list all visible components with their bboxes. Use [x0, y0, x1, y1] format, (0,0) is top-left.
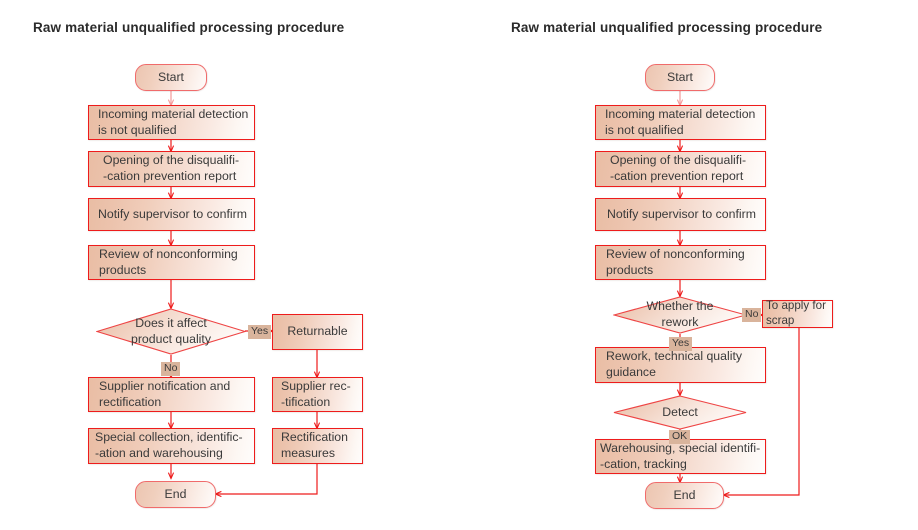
right-decision-whether-rework-line1: Whether the	[646, 299, 714, 314]
right-edge-label-yes: Yes	[669, 337, 693, 351]
right-node-end[interactable]: End	[645, 482, 724, 509]
left-node-rectification-measures-line1: Rectification	[281, 430, 348, 445]
left-node-rectification-measures[interactable]: Rectification measures	[272, 428, 363, 464]
left-node-rectification-measures-line2: measures	[281, 446, 335, 460]
right-node-incoming-material-line1: Incoming material detection	[605, 106, 756, 121]
left-node-review-nonconforming[interactable]: Review of nonconforming products	[88, 245, 255, 280]
left-node-start[interactable]: Start	[135, 64, 207, 91]
left-node-decision-affect-quality[interactable]: Does it affect product quality	[96, 308, 246, 355]
left-node-special-collection-line1: Special collection, identific-	[95, 430, 243, 445]
right-node-review-nonconforming-line2: products	[606, 262, 654, 277]
right-diagram-title: Raw material unqualified processing proc…	[511, 20, 823, 35]
left-node-review-nonconforming-line2: products	[99, 262, 147, 277]
left-node-review-nonconforming-line1: Review of nonconforming	[99, 246, 238, 261]
right-node-review-nonconforming-line1: Review of nonconforming	[606, 246, 745, 261]
diamond-shape-icon	[96, 308, 246, 355]
left-node-incoming-material-line1: Incoming material detection	[98, 106, 249, 121]
left-node-special-collection-line2: -ation and warehousing	[95, 446, 223, 460]
left-node-end-label: End	[164, 486, 187, 501]
left-node-end[interactable]: End	[135, 481, 216, 508]
left-node-notify-supervisor[interactable]: Notify supervisor to confirm	[88, 198, 255, 231]
right-node-end-label: End	[673, 487, 696, 502]
right-node-rework-guidance-line1: Rework, technical quality	[606, 349, 743, 364]
right-decision-whether-rework-line2: rework	[661, 315, 699, 329]
left-node-start-label: Start	[158, 69, 184, 84]
left-node-supplier-rectification-line2: -tification	[281, 394, 331, 409]
left-edge-label-yes: Yes	[248, 325, 272, 339]
right-node-apply-scrap[interactable]: To apply for scrap	[762, 299, 833, 328]
left-node-incoming-material[interactable]: Incoming material detection is not quali…	[88, 105, 255, 140]
right-node-opening-report-line2: -cation prevention report	[610, 169, 744, 183]
right-node-opening-report[interactable]: Opening of the disqualifi- -cation preve…	[595, 151, 766, 187]
right-node-apply-scrap-line2: scrap	[766, 314, 795, 327]
left-node-opening-report[interactable]: Opening of the disqualifi- -cation preve…	[88, 151, 255, 187]
right-edge-label-no: No	[742, 308, 762, 322]
right-node-warehousing-tracking[interactable]: Warehousing, special identifi- -cation, …	[595, 439, 766, 474]
right-node-warehousing-tracking-line1: Warehousing, special identifi-	[600, 440, 761, 455]
left-node-returnable-label: Returnable	[287, 324, 348, 339]
right-node-decision-whether-rework[interactable]: Whether the rework	[613, 296, 747, 334]
right-node-rework-guidance[interactable]: Rework, technical quality guidance	[595, 347, 766, 383]
right-node-decision-detect[interactable]: Detect	[613, 395, 747, 430]
left-node-opening-report-line1: Opening of the disqualifi-	[103, 153, 240, 168]
left-node-returnable[interactable]: Returnable	[272, 314, 363, 350]
right-node-warehousing-tracking-line2: -cation, tracking	[600, 456, 687, 471]
left-node-incoming-material-line2: is not qualified	[98, 122, 177, 137]
left-node-supplier-rectification[interactable]: Supplier rec- -tification	[272, 377, 363, 412]
left-diagram-title: Raw material unqualified processing proc…	[33, 20, 345, 35]
left-node-supplier-notification-line2: rectification	[99, 394, 162, 409]
left-decision-affect-quality-line1: Does it affect	[135, 315, 207, 330]
left-node-supplier-notification-line1: Supplier notification and	[99, 378, 231, 393]
right-node-notify-supervisor[interactable]: Notify supervisor to confirm	[595, 198, 766, 231]
left-node-supplier-rectification-line1: Supplier rec-	[281, 378, 351, 393]
left-node-special-collection[interactable]: Special collection, identific- -ation an…	[88, 428, 255, 464]
right-edge-label-ok: OK	[669, 430, 691, 444]
left-node-notify-supervisor-label: Notify supervisor to confirm	[98, 206, 247, 221]
right-node-start[interactable]: Start	[645, 64, 715, 91]
right-node-incoming-material[interactable]: Incoming material detection is not quali…	[595, 105, 766, 140]
right-node-apply-scrap-line1: To apply for	[766, 299, 826, 313]
right-node-incoming-material-line2: is not qualified	[605, 122, 684, 137]
right-decision-detect-label: Detect	[662, 404, 698, 419]
diamond-shape-icon	[613, 296, 747, 334]
right-node-opening-report-line1: Opening of the disqualifi-	[610, 153, 747, 168]
left-decision-affect-quality-line2: product quality	[131, 331, 211, 346]
right-node-notify-supervisor-label: Notify supervisor to confirm	[607, 206, 756, 221]
right-node-review-nonconforming[interactable]: Review of nonconforming products	[595, 245, 766, 280]
left-node-supplier-notification[interactable]: Supplier notification and rectification	[88, 377, 255, 412]
left-node-opening-report-line2: -cation prevention report	[103, 169, 237, 183]
right-node-start-label: Start	[667, 69, 693, 84]
right-node-rework-guidance-line2: guidance	[606, 365, 656, 379]
left-edge-label-no: No	[161, 362, 181, 376]
diamond-shape-icon	[613, 395, 747, 430]
